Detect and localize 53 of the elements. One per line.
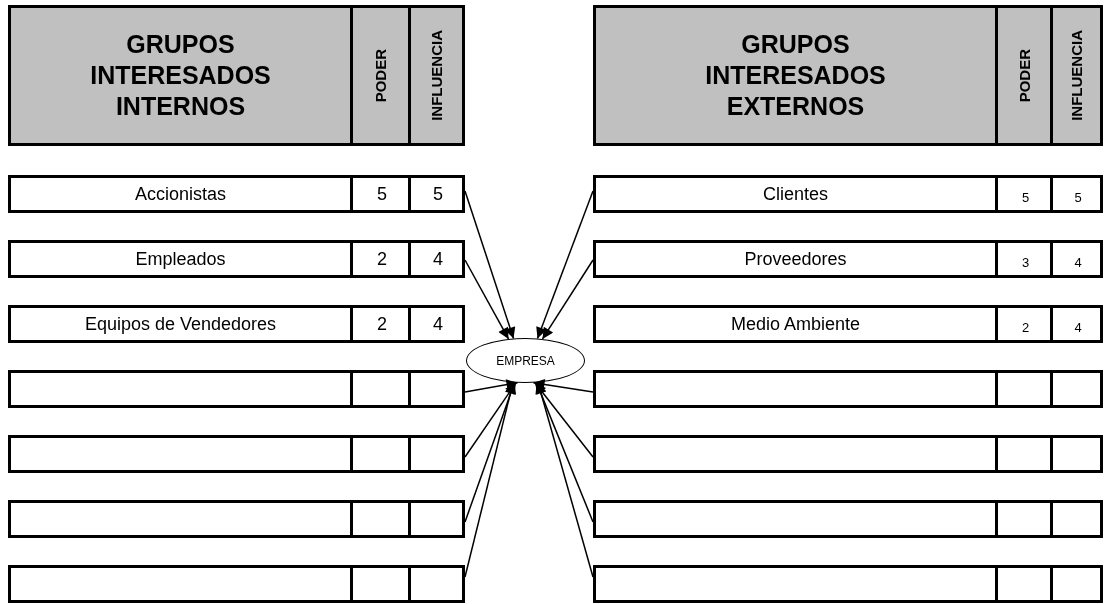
arrow <box>464 381 517 458</box>
header-cell <box>350 5 411 146</box>
score-value: 2 <box>1021 318 1030 335</box>
score-value: 4 <box>1074 318 1082 335</box>
stakeholder-row <box>593 240 1103 278</box>
arrow <box>464 379 519 393</box>
score-value: 3 <box>1021 253 1030 270</box>
table-heading: GRUPOS INTERESADOS INTERNOS <box>89 28 272 123</box>
arrow <box>464 190 516 340</box>
group-name: Medio Ambiente <box>730 313 861 335</box>
stakeholder-row <box>8 500 465 538</box>
header-cell <box>995 5 1053 146</box>
header-cell <box>593 5 998 146</box>
stakeholder-row <box>593 370 1103 408</box>
arrow <box>464 259 510 340</box>
arrow <box>534 381 594 458</box>
score-value: 4 <box>1074 253 1082 270</box>
group-name: Accionistas <box>134 183 226 205</box>
score-value: 2 <box>377 313 387 335</box>
group-name: Proveedores <box>744 248 847 270</box>
header-cell <box>1050 5 1103 146</box>
column-heading: PODER <box>1015 48 1033 103</box>
stakeholder-row <box>8 305 465 343</box>
score-value: 5 <box>377 183 387 205</box>
stakeholder-row <box>593 500 1103 538</box>
group-name: Empleados <box>135 248 226 270</box>
stakeholder-row <box>8 435 465 473</box>
score-value: 5 <box>433 183 443 205</box>
stakeholder-row <box>593 435 1103 473</box>
stakeholder-row <box>593 305 1103 343</box>
company-label: EMPRESA <box>496 353 555 368</box>
score-value: 4 <box>433 313 443 335</box>
score-value: 2 <box>377 248 387 270</box>
stakeholder-row <box>8 565 465 603</box>
group-name: Equipos de Vendedores <box>84 313 277 335</box>
score-value: 5 <box>1074 188 1082 205</box>
header-cell <box>8 5 353 146</box>
stakeholder-row <box>8 240 465 278</box>
column-heading: INFLUENCIA <box>428 30 445 121</box>
score-value: 5 <box>1021 188 1030 205</box>
table-heading: GRUPOS INTERESADOS EXTERNOS <box>704 28 887 123</box>
column-heading: PODER <box>372 48 389 103</box>
arrow <box>541 259 594 340</box>
arrow <box>536 190 594 340</box>
stakeholder-row <box>593 175 1103 213</box>
header-cell <box>408 5 465 146</box>
stakeholder-row <box>8 370 465 408</box>
score-value: 4 <box>433 248 443 270</box>
arrow <box>532 379 594 393</box>
stakeholder-row <box>8 175 465 213</box>
group-name: Clientes <box>763 183 828 205</box>
column-heading: INFLUENCIA <box>1068 30 1085 121</box>
stakeholder-row <box>593 565 1103 603</box>
